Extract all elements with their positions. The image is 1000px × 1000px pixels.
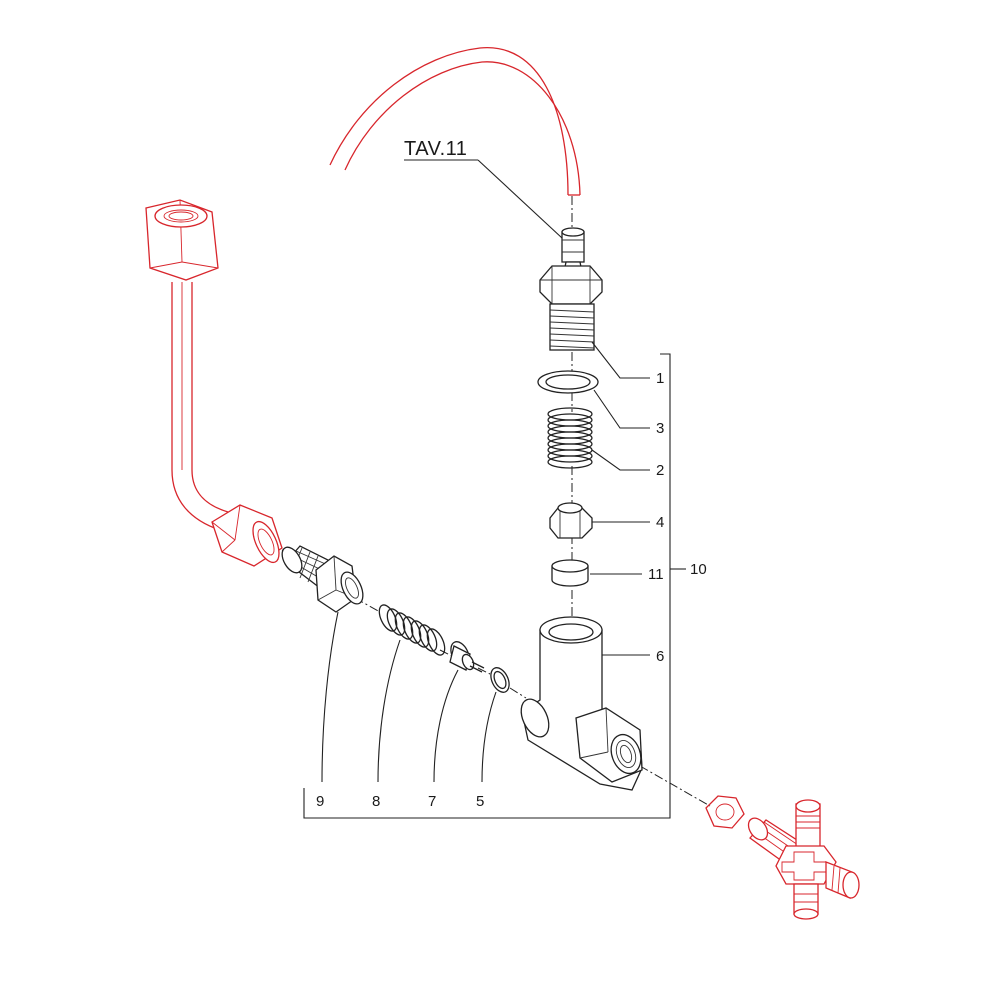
part-label: 2 xyxy=(656,462,664,479)
callout-part-1: 1 xyxy=(591,341,664,387)
callout-part-4: 4 xyxy=(592,514,664,531)
callout-part-11: 11 xyxy=(590,566,664,583)
part-7-valve-pin xyxy=(449,641,485,673)
part-4-valve-nut xyxy=(549,502,593,539)
part-label: 3 xyxy=(656,420,664,437)
part-2-spring xyxy=(547,407,593,469)
assembly-axes xyxy=(281,196,711,807)
callout-part-9: 9 xyxy=(316,611,339,810)
reference-label: TAV.11 xyxy=(404,138,467,160)
callout-part-8: 8 xyxy=(372,639,401,810)
assembly-label: 10 xyxy=(690,561,707,578)
assembly-bracket: 10 xyxy=(303,353,707,819)
part-label: 7 xyxy=(428,793,436,810)
part-label: 8 xyxy=(372,793,380,810)
part-label: 9 xyxy=(316,793,324,810)
part-3-washer xyxy=(537,370,599,394)
callout-part-6: 6 xyxy=(602,648,664,665)
part-label: 11 xyxy=(648,566,664,583)
part-label: 5 xyxy=(476,793,484,810)
callout-part-3: 3 xyxy=(593,389,664,437)
part-1-barb-fitting xyxy=(539,227,603,351)
red-pipe-assembly xyxy=(145,199,283,567)
callout-part-7: 7 xyxy=(428,669,459,810)
part-9-threaded-connector xyxy=(281,545,364,613)
part-8-spring xyxy=(378,604,446,656)
part-label: 6 xyxy=(656,648,664,665)
callout-part-2: 2 xyxy=(591,449,664,479)
part-11-seal xyxy=(551,559,589,587)
part-5-o-ring xyxy=(490,667,510,693)
part-label: 1 xyxy=(656,370,664,387)
callout-part-5: 5 xyxy=(476,691,497,810)
reference-callout: TAV.11 xyxy=(404,138,563,239)
red-cross-fitting xyxy=(705,795,860,920)
red-hose xyxy=(329,47,581,196)
part-label: 4 xyxy=(656,514,664,531)
part-6-elbow-body xyxy=(520,616,643,791)
